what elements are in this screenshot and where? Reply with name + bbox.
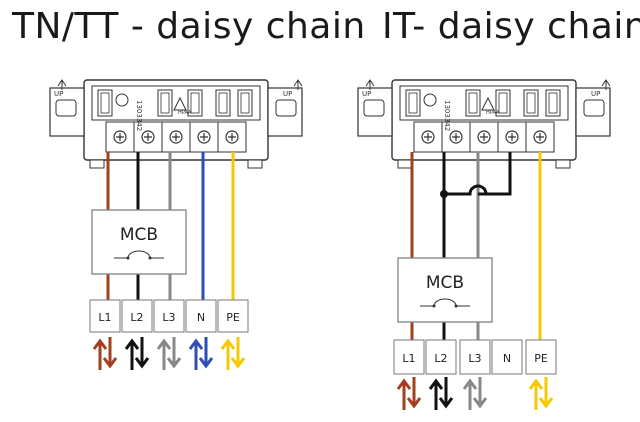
up-label-left-b: UP: [283, 90, 292, 98]
terminal-block-right: L1 L2 L3 N PE: [393, 339, 557, 375]
terminal-l3-right: L3: [468, 352, 481, 365]
arrows-right: [396, 377, 554, 410]
connector-left: 1303342 UP UP HPAA: [49, 79, 303, 169]
terminal-l2-left: L2: [130, 311, 143, 324]
hpaa-mark-left: HPAA: [178, 110, 192, 116]
up-label-left-a: UP: [54, 90, 63, 98]
terminal-l1-right: L1: [402, 352, 415, 365]
part-number-right: 1303342: [443, 100, 451, 131]
terminal-l2-right: L2: [434, 352, 447, 365]
arrows-left: [92, 337, 246, 370]
part-number-left: 1303342: [135, 100, 143, 131]
terminal-pe-right: PE: [534, 352, 548, 365]
terminal-n-right: N: [503, 352, 511, 365]
terminal-n-left: N: [197, 311, 205, 324]
terminal-l1-left: L1: [98, 311, 111, 324]
connector-right: 1303342 UP UP HPAA: [357, 79, 611, 169]
mcb-right: MCB: [397, 257, 493, 323]
wire-bridge-right: [478, 152, 512, 196]
title-tn-tt: TN/TT - daisy chain: [12, 6, 366, 47]
junction-dot-right: [440, 190, 448, 198]
title-it: IT- daisy chain: [382, 6, 640, 47]
mcb-label-right: MCB: [426, 273, 464, 293]
up-label-right-a: UP: [362, 90, 371, 98]
up-label-right-b: UP: [591, 90, 600, 98]
mcb-left: MCB: [91, 209, 187, 275]
terminal-pe-left: PE: [226, 311, 240, 324]
wire-crossover-right: [444, 184, 488, 196]
terminal-block-left: L1 L2 L3 N PE: [89, 299, 249, 333]
hpaa-mark-right: HPAA: [486, 110, 500, 116]
mcb-label-left: MCB: [120, 225, 158, 245]
terminal-l3-left: L3: [162, 311, 175, 324]
